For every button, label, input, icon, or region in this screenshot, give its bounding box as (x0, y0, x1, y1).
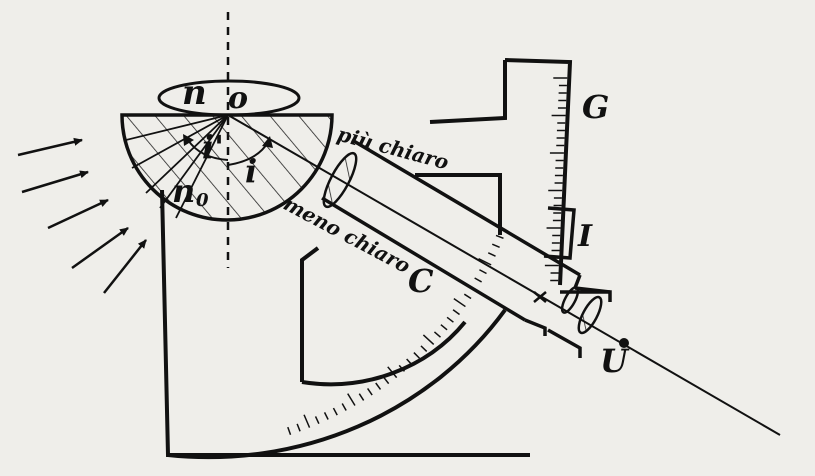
label-g: G (582, 88, 609, 126)
scale-tick (323, 412, 329, 420)
label-meno-chiaro: meno chiaro (280, 191, 415, 278)
angle-arrow-i-prime (183, 134, 194, 146)
label-n0-sub: 0 (196, 190, 209, 211)
scale-tick (422, 334, 435, 345)
scale-tick (314, 416, 320, 425)
scale-tick (413, 352, 421, 359)
scale-tick (446, 316, 454, 323)
label-o: o (228, 81, 248, 116)
scale-tick (491, 243, 500, 248)
scale-tick (358, 393, 365, 401)
scale-tick (296, 423, 301, 432)
scale-tick (463, 293, 472, 300)
i-bracket (543, 206, 576, 260)
label-c: C (408, 262, 434, 300)
scale-tick (440, 324, 448, 331)
label-i: i (245, 152, 257, 190)
scale-tick (474, 277, 482, 283)
scale-tick (420, 345, 428, 352)
scale-tick (347, 393, 356, 406)
scale-tick (452, 309, 460, 316)
sight-line (227, 114, 781, 436)
label-i-prime: i' (202, 128, 224, 166)
scale-tick (332, 407, 338, 416)
incident-rays (17, 137, 147, 294)
refracted-rays (125, 114, 229, 219)
scale-tick (387, 366, 398, 379)
label-u: U (600, 342, 630, 380)
label-n: n (182, 73, 207, 113)
scale-tick (478, 258, 492, 266)
scale-tick (406, 358, 413, 366)
g-scale-frame (429, 58, 573, 286)
scale-tick (383, 376, 390, 385)
scale-tick (341, 403, 347, 411)
scale-tick (287, 426, 292, 435)
angle-arc-i-prime (187, 139, 229, 161)
scale-tick (479, 269, 487, 275)
scale-tick (495, 234, 504, 240)
scale-tick (453, 298, 466, 308)
label-n0: n (172, 172, 195, 210)
point-u (619, 338, 629, 348)
label-i-scale: I (577, 219, 593, 254)
scale-tick (375, 382, 382, 390)
g-scale-ticks (544, 77, 568, 282)
scale-tick (366, 388, 373, 396)
scale-tick (487, 252, 496, 257)
scale-tick (398, 364, 406, 372)
eyepiece (547, 286, 612, 358)
scale-tick (303, 414, 311, 428)
scale-tick (433, 331, 441, 338)
